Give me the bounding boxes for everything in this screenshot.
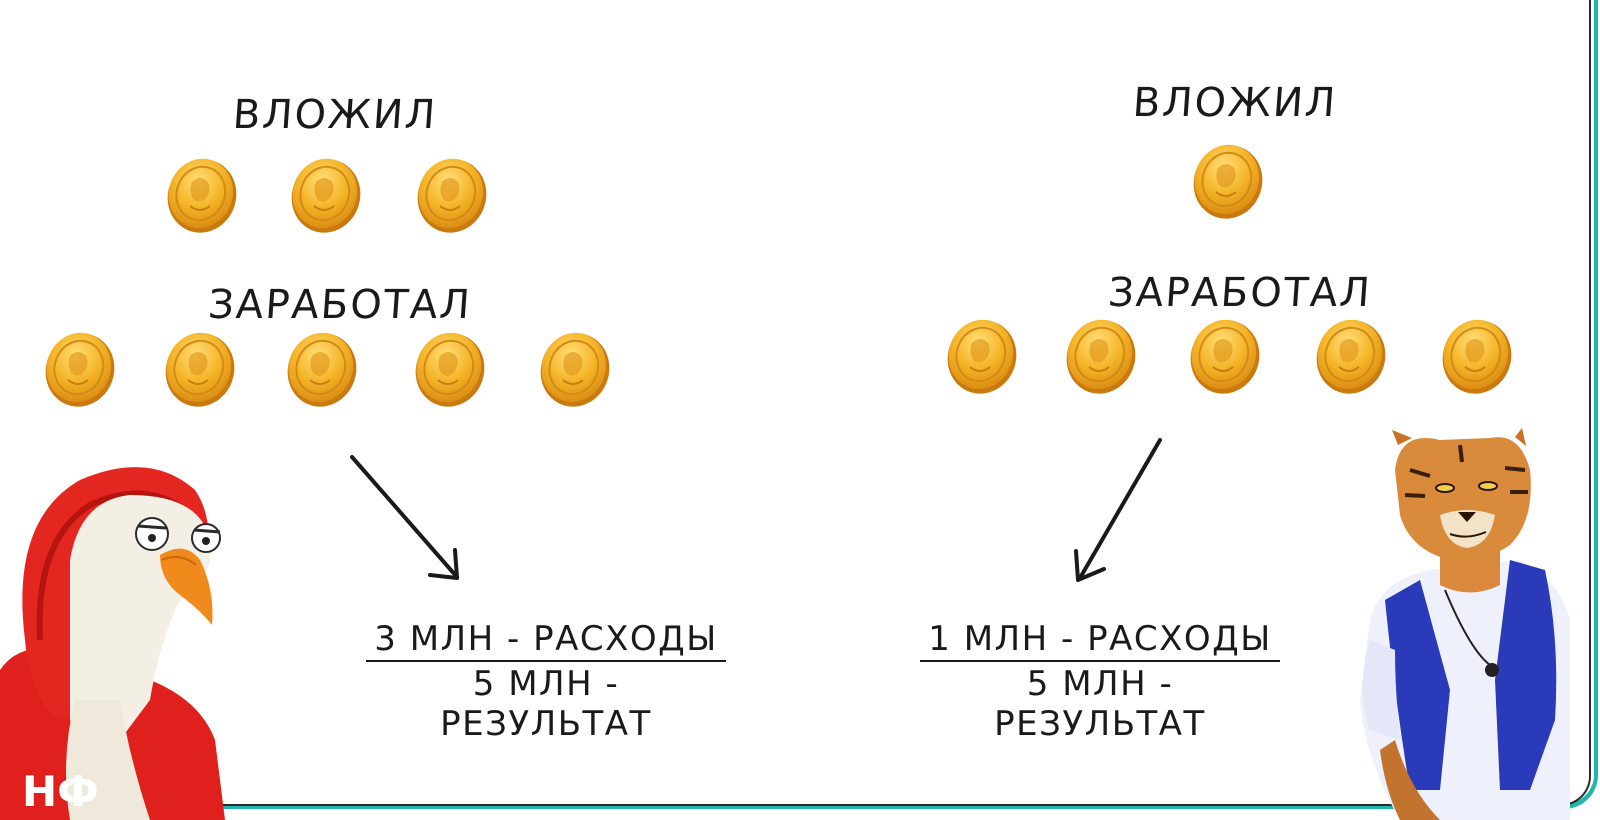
right-formula-denominator: 5 МЛН - РЕЗУЛЬТАТ: [994, 664, 1206, 744]
goose-character-icon: НФ: [0, 467, 225, 820]
left-formula-numerator: 3 МЛН - РАСХОДЫ: [374, 619, 718, 659]
arrow-down-left-icon: [1074, 438, 1162, 582]
coin-icon: [529, 322, 621, 418]
arrow-down-right-icon: [350, 455, 459, 580]
right-formula-numerator: 1 МЛН - РАСХОДЫ: [928, 619, 1272, 659]
card-frame-outline: [0, 0, 1591, 806]
right-formula: 1 МЛН - РАСХОДЫ 5 МЛН - РЕЗУЛЬТАТ: [920, 620, 1280, 744]
left-formula-denominator: 5 МЛН - РЕЗУЛЬТАТ: [440, 664, 652, 744]
coin-icon: [1431, 309, 1523, 405]
right-fraction-line: [920, 660, 1280, 662]
coin-icon: [156, 148, 248, 244]
coin-icon: [406, 148, 498, 244]
coin-icon: [1179, 309, 1271, 405]
coin-icon: [404, 322, 496, 418]
left-formula: 3 МЛН - РАСХОДЫ 5 МЛН - РЕЗУЛЬТАТ: [366, 620, 726, 744]
coin-icon: [276, 322, 368, 418]
tiger-character-icon: [1360, 428, 1570, 820]
coin-icon: [1055, 309, 1147, 405]
hoodie-logo-text: НФ: [22, 767, 99, 816]
coin-icon: [280, 148, 372, 244]
left-fraction-line: [366, 660, 726, 662]
coin-icon: [1182, 134, 1274, 230]
coin-icon: [34, 322, 126, 418]
coin-icon: [154, 322, 246, 418]
coin-icon: [936, 309, 1028, 405]
coin-icon: [1305, 309, 1397, 405]
